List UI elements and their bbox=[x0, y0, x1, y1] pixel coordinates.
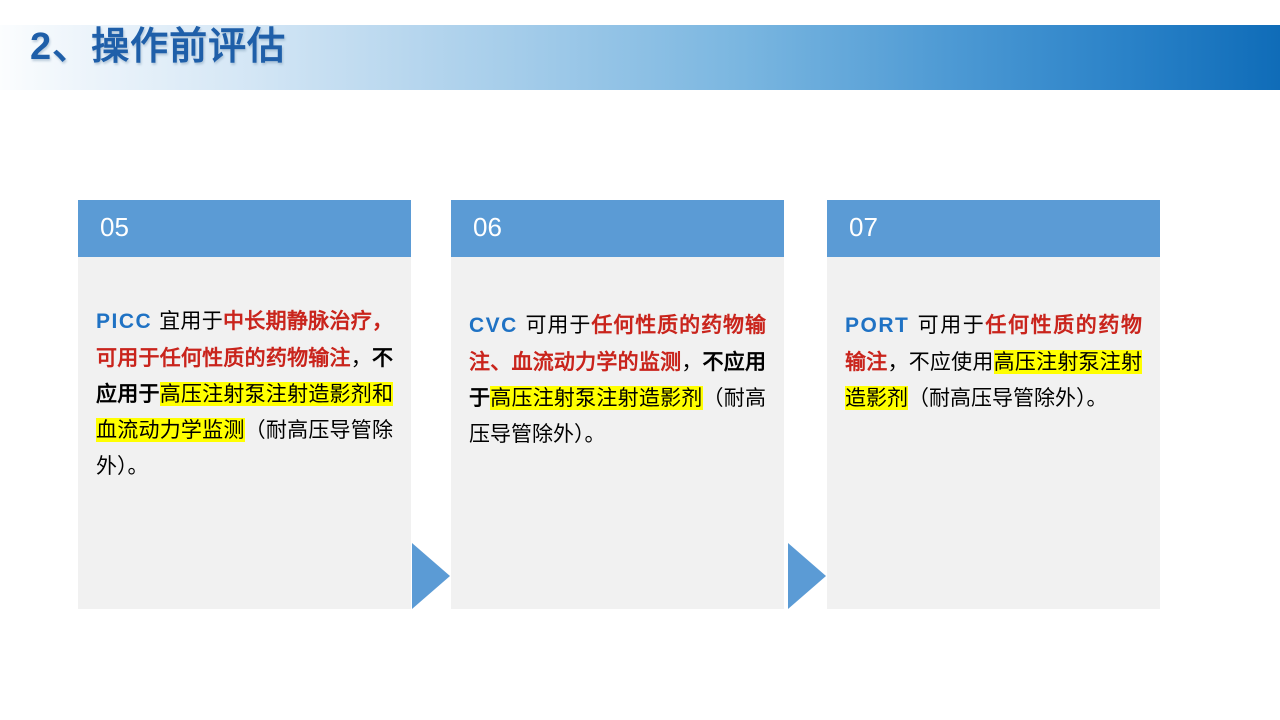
info-card-port: 07 PORT 可用于任何性质的药物输注，不应使用高压注射泵注射造影剂（耐高压导… bbox=[827, 200, 1160, 609]
slide-header-banner bbox=[0, 25, 1280, 90]
text-run-device: PORT bbox=[845, 314, 910, 337]
card-body-text: PORT 可用于任何性质的药物输注，不应使用高压注射泵注射造影剂（耐高压导管除外… bbox=[827, 257, 1160, 426]
card-header: 07 bbox=[827, 200, 1160, 257]
text-run-red: 任何性质的药物输注 bbox=[845, 313, 1142, 375]
text-run-plain: ， bbox=[350, 346, 373, 371]
info-card-picc: 05 PICC 宜用于中长期静脉治疗，可用于任何性质的药物输注，不应用于高压注射… bbox=[78, 200, 411, 609]
text-run-red: 任何性质的药物输注、血流动力学的监测 bbox=[469, 313, 766, 375]
text-run-plain: （耐高压导管除外）。 bbox=[96, 418, 394, 479]
text-run-plain: 宜用于 bbox=[152, 309, 223, 333]
text-run-plain: 可用于 bbox=[517, 313, 592, 337]
page-title: 2、操作前评估 bbox=[30, 26, 287, 68]
flow-arrow-right-icon bbox=[412, 543, 450, 609]
card-header: 05 bbox=[78, 200, 411, 257]
card-body-text: PICC 宜用于中长期静脉治疗，可用于任何性质的药物输注，不应用于高压注射泵注射… bbox=[78, 257, 411, 495]
card-number-badge: 07 bbox=[849, 212, 878, 242]
card-body-text: CVC 可用于任何性质的药物输注、血流动力学的监测，不应用于高压注射泵注射造影剂… bbox=[451, 257, 784, 462]
info-card-cvc: 06 CVC 可用于任何性质的药物输注、血流动力学的监测，不应用于高压注射泵注射… bbox=[451, 200, 784, 609]
text-run-plain: （耐高压导管除外）。 bbox=[908, 386, 1108, 411]
text-run-device: PICC bbox=[96, 310, 153, 333]
text-run-plain: （耐高压导管除外）。 bbox=[469, 386, 767, 447]
card-number-badge: 06 bbox=[473, 212, 502, 242]
text-run-plain: ， bbox=[681, 350, 703, 375]
text-run-device: CVC bbox=[469, 314, 518, 337]
text-run-plain: 可用于 bbox=[909, 313, 986, 337]
text-run-plain: ，不应使用 bbox=[887, 350, 994, 375]
card-number-badge: 05 bbox=[100, 212, 129, 242]
card-header: 06 bbox=[451, 200, 784, 257]
flow-arrow-right-icon bbox=[788, 543, 826, 609]
text-run-red: 中长期静脉治疗，可用于任何性质的药物输注 bbox=[96, 309, 393, 371]
text-run-bold: 不应用于 bbox=[96, 346, 394, 407]
text-run-highlight: 高压注射泵注射造影剂 bbox=[490, 386, 703, 411]
text-run-bold: 不应用于 bbox=[469, 350, 767, 411]
